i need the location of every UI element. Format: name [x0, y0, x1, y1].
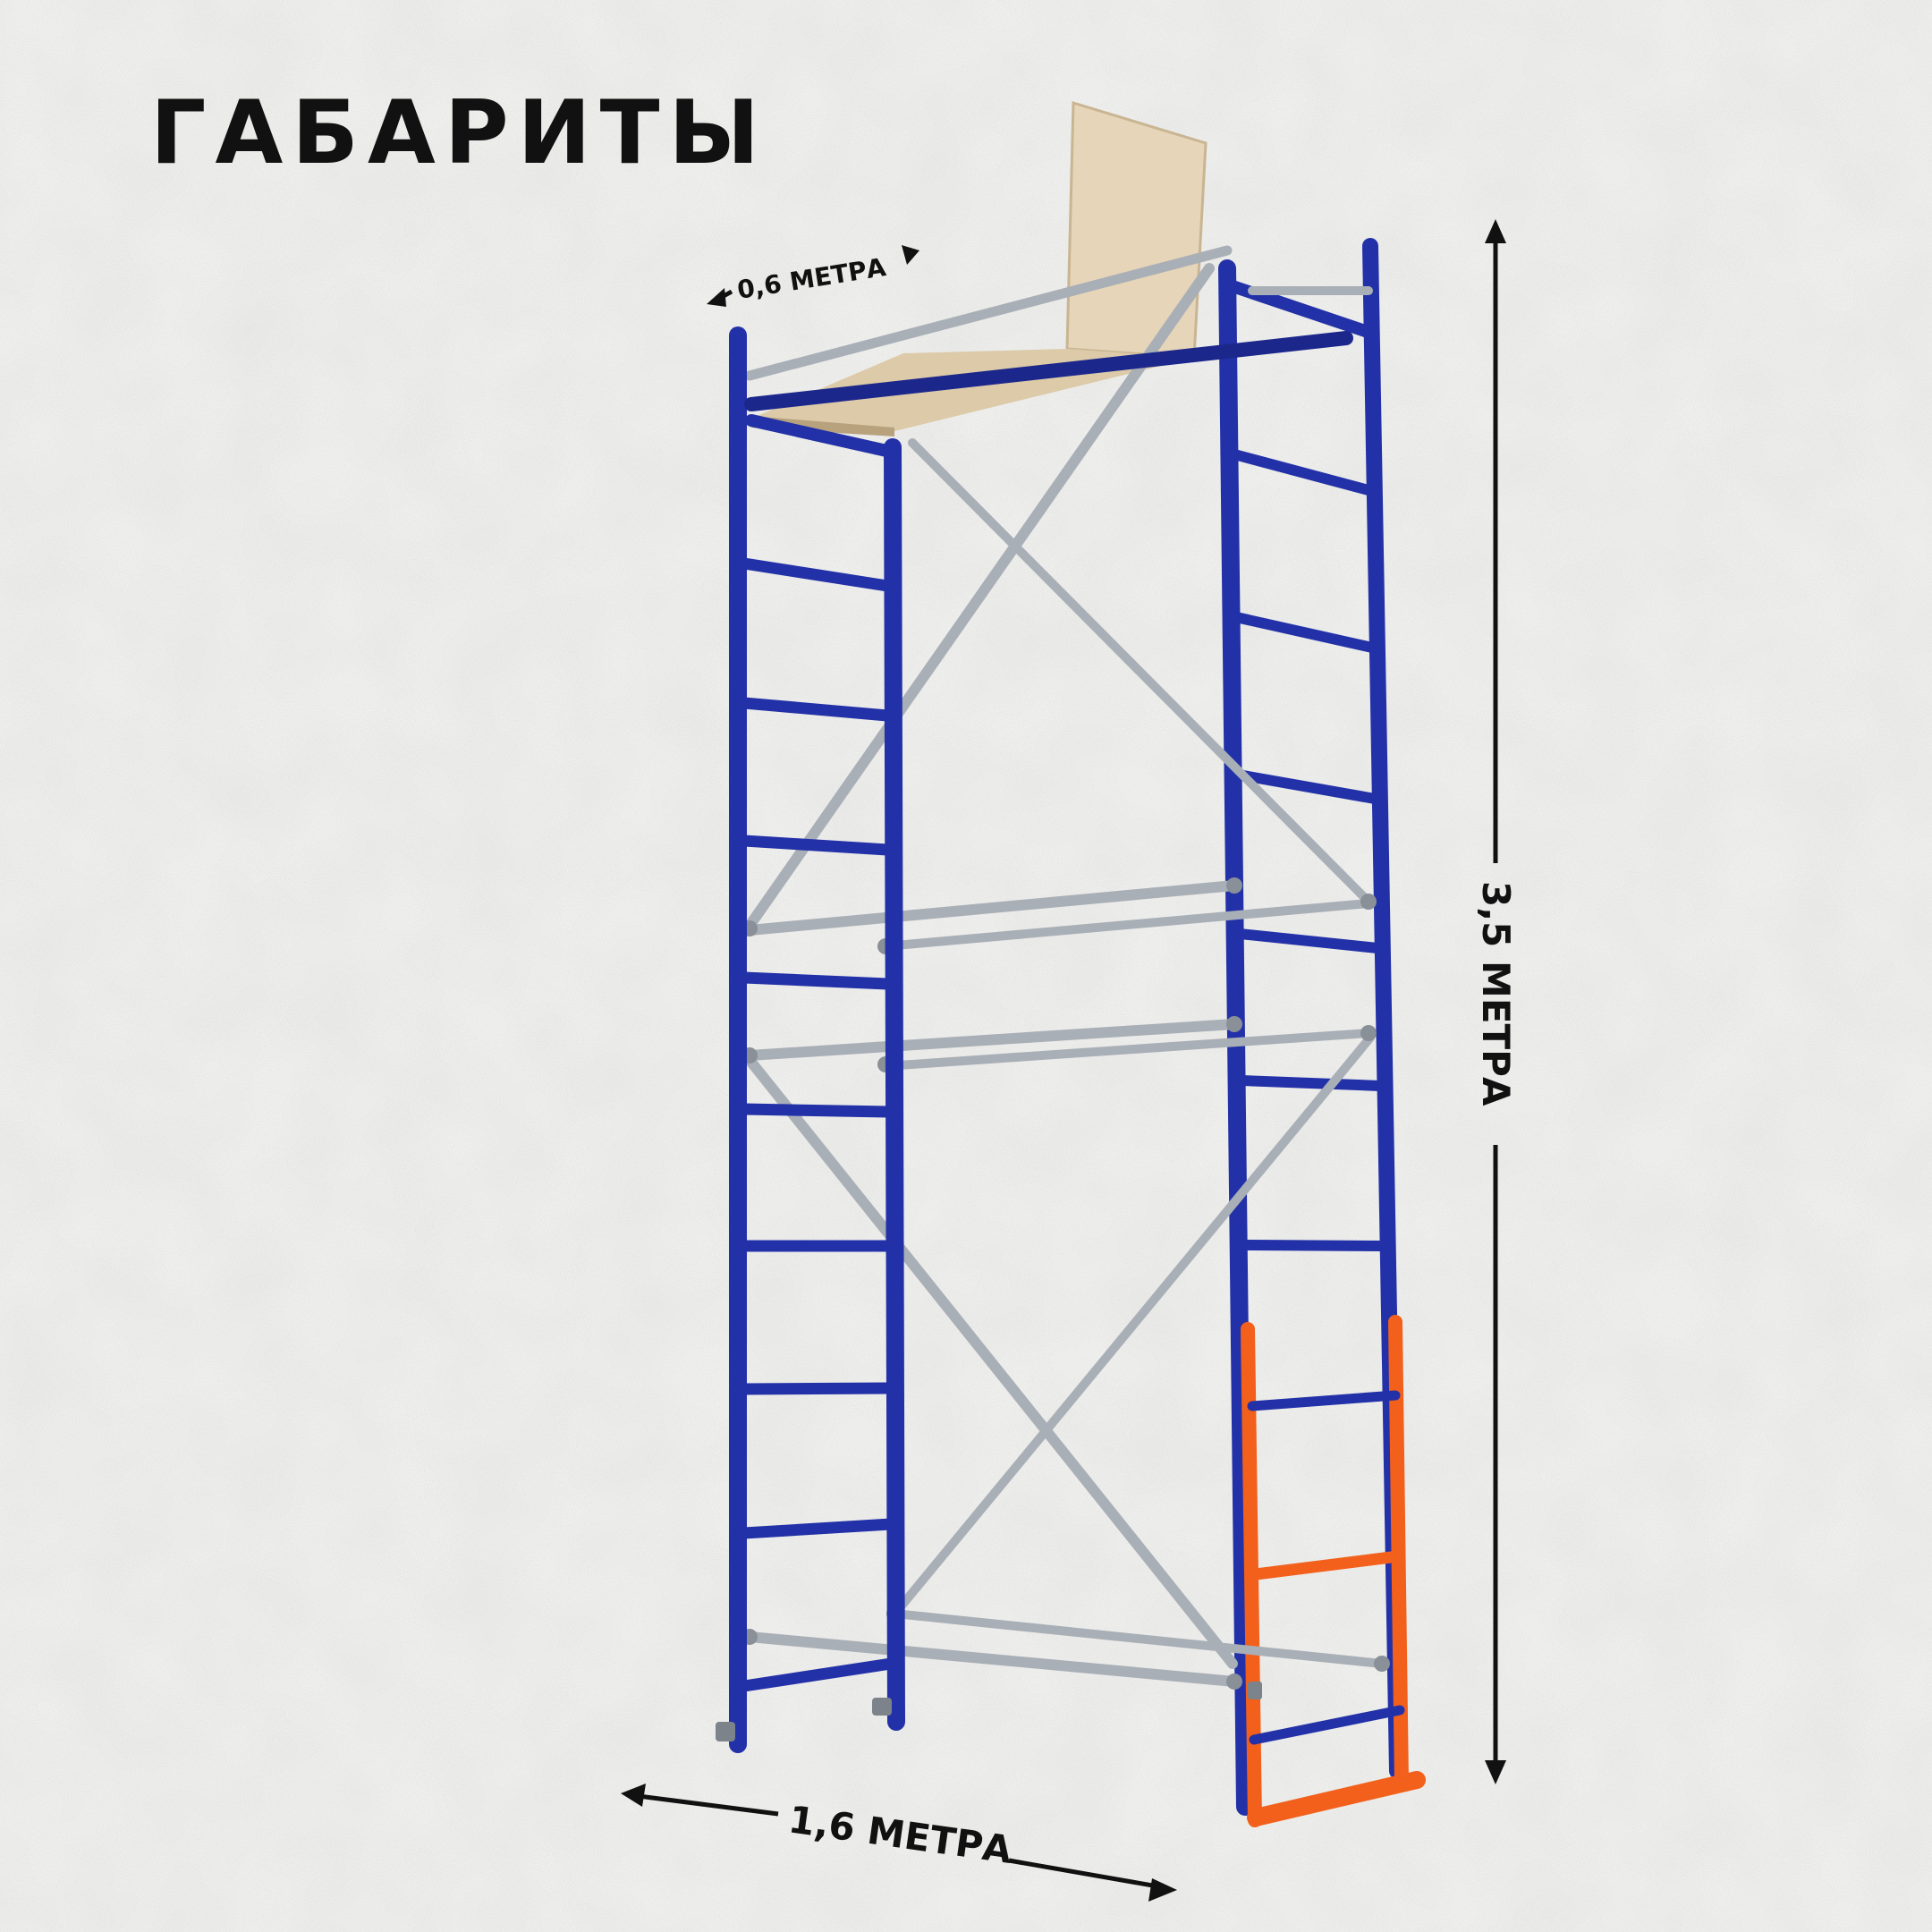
- height-dimension: 3,5 МЕТРА: [1474, 219, 1518, 1784]
- plywood-board: [742, 100, 1208, 436]
- depth-label: 0,6 МЕТРА: [735, 252, 888, 305]
- depth-dimension: 0,6 МЕТРА: [707, 245, 919, 307]
- height-label: 3,5 МЕТРА: [1474, 881, 1518, 1106]
- orange-ladder: [1241, 1315, 1426, 1827]
- front-frame: [729, 326, 1353, 1753]
- length-dimension: 1,6 МЕТРА: [621, 1784, 1177, 1902]
- length-label: 1,6 МЕТРА: [786, 1797, 1015, 1872]
- page-title: ГАБАРИТЫ: [150, 82, 769, 184]
- scaffold-feet: [716, 1682, 1262, 1741]
- steel-tubes: [744, 245, 1386, 1687]
